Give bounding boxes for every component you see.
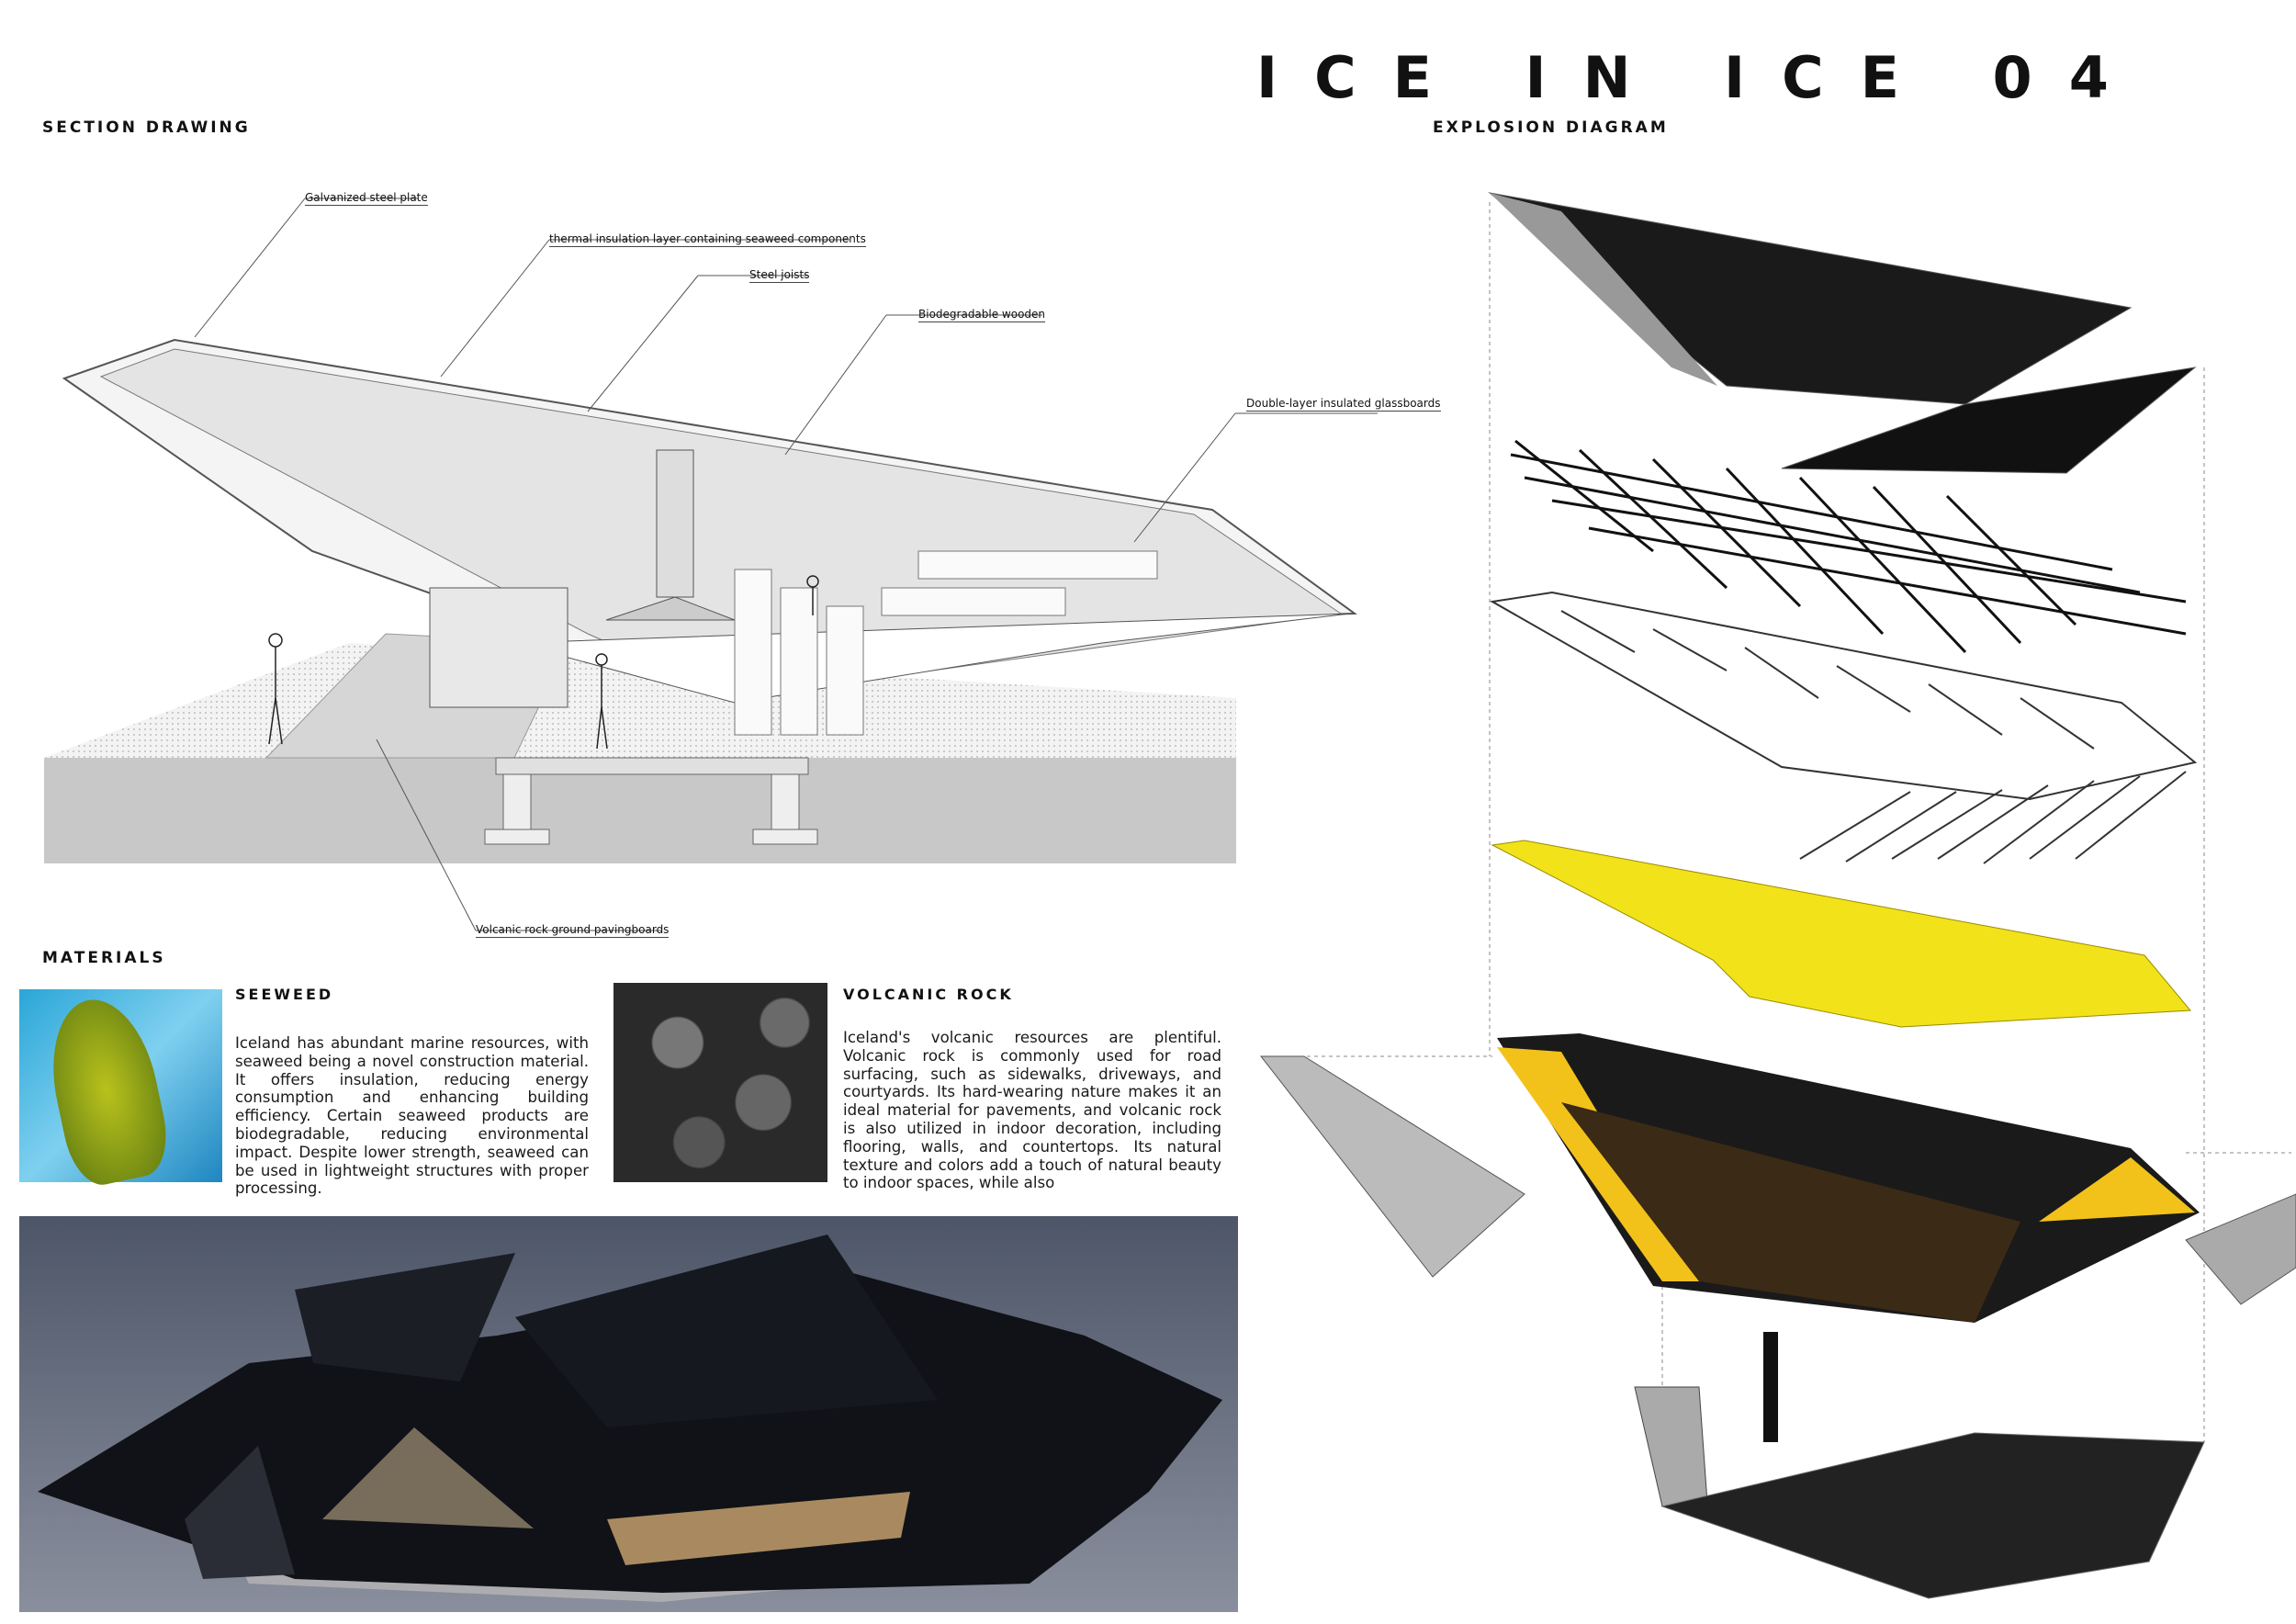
section-drawing — [44, 197, 1378, 931]
seaweed-text: Iceland has abundant marine resources, w… — [235, 1034, 589, 1198]
seaweed-title: SEEWEED — [235, 986, 334, 1003]
insulation-layer — [1491, 840, 2192, 1028]
page-title: ICE IN ICE 04 — [1256, 44, 2145, 111]
exterior-render — [19, 1216, 1238, 1612]
explosion-diagram — [1259, 192, 2296, 1599]
materials-heading: MATERIALS — [42, 949, 166, 967]
section-drawing-heading: SECTION DRAWING — [42, 118, 251, 137]
label-wooden: Biodegradable wooden — [918, 308, 1046, 322]
volcanic-text: Iceland's volcanic resources are plentif… — [843, 1029, 1221, 1192]
ground — [44, 758, 1236, 863]
explosion-diagram-heading: EXPLOSION DIAGRAM — [1433, 118, 1669, 137]
label-joists: Steel joists — [749, 268, 810, 283]
wooden-frame — [1490, 591, 2198, 864]
label-insulation: thermal insulation layer containing seaw… — [549, 232, 866, 247]
volcanic-title: VOLCANIC ROCK — [843, 986, 1014, 1003]
volcanic-rock-image — [613, 983, 827, 1182]
seaweed-image — [19, 989, 222, 1191]
label-steel-plate: Galvanized steel plate — [305, 191, 428, 206]
roof-layer — [1488, 192, 2197, 474]
label-paving: Volcanic rock ground pavingboards — [476, 923, 670, 938]
floor-layer — [1634, 1332, 2205, 1599]
joist-grid — [1510, 439, 2187, 654]
label-glassboards: Double-layer insulated glassboards — [1246, 397, 1441, 412]
assembled-unit — [1259, 1033, 2296, 1323]
